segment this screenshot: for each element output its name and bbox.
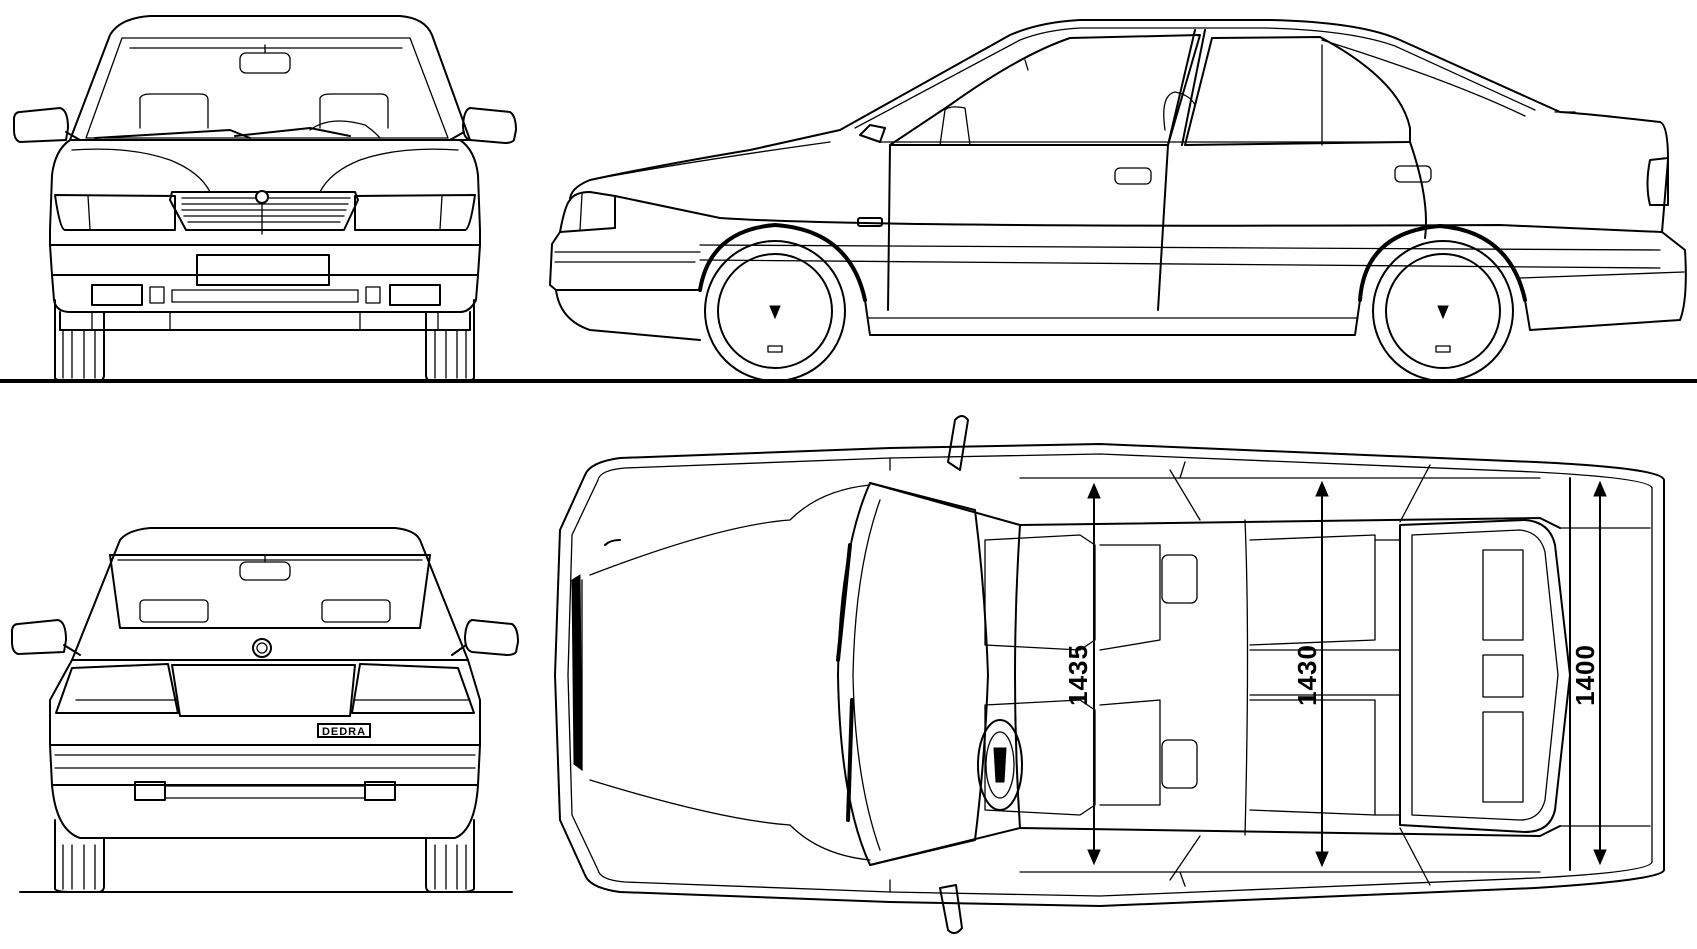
dimension-1400-label: 1400 [1570, 644, 1600, 706]
dimension-1435-label: 1435 [1063, 644, 1093, 706]
dimension-interior-width: 1430 [1292, 480, 1329, 868]
rear-badge-text: DEDRA [322, 726, 366, 738]
rear-view: DEDRA [11, 527, 519, 893]
top-view [554, 415, 1665, 934]
front-view [13, 15, 517, 382]
dimension-front-track: 1435 [1063, 482, 1101, 866]
dimension-rear-track: 1400 [1570, 480, 1607, 866]
side-view [549, 19, 1687, 382]
dimension-1430-label: 1430 [1292, 644, 1322, 706]
